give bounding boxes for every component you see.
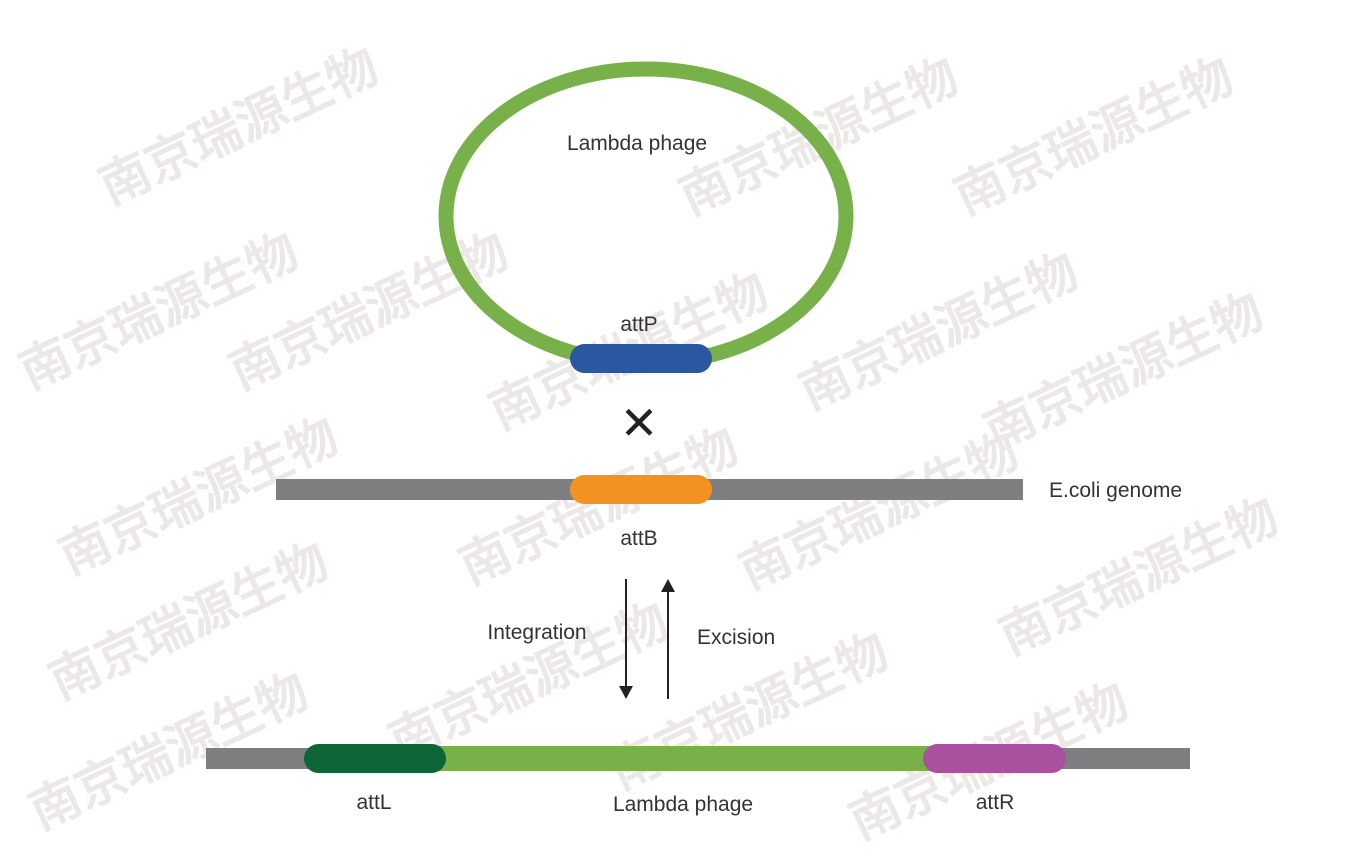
watermark-text: 南京瑞源生物: [731, 422, 1027, 601]
excision-label: Excision: [697, 626, 775, 649]
excision-arrow-icon: [661, 579, 675, 699]
watermark-text: 南京瑞源生物: [91, 37, 387, 216]
phage-circle-label: Lambda phage: [567, 132, 707, 155]
attb-site: [570, 475, 712, 504]
attb-label: attB: [620, 527, 657, 550]
integrated-phage-label: Lambda phage: [613, 793, 753, 816]
watermark-text: 南京瑞源生物: [946, 47, 1242, 226]
ecoli-genome-label: E.coli genome: [1049, 479, 1182, 502]
integration-label: Integration: [487, 621, 586, 644]
attr-label: attR: [976, 791, 1015, 814]
integration-arrow-icon: [619, 579, 633, 699]
watermark-text: 南京瑞源生物: [451, 417, 747, 596]
cross-icon: ✕: [620, 396, 659, 450]
attl-site: [304, 744, 446, 773]
attr-site: [923, 744, 1066, 773]
attl-label: attL: [356, 791, 391, 814]
attp-site: [570, 344, 712, 373]
integrated-phage-segment: [374, 746, 994, 771]
watermark-text: 南京瑞源生物: [991, 487, 1287, 666]
attp-label: attP: [620, 313, 657, 336]
